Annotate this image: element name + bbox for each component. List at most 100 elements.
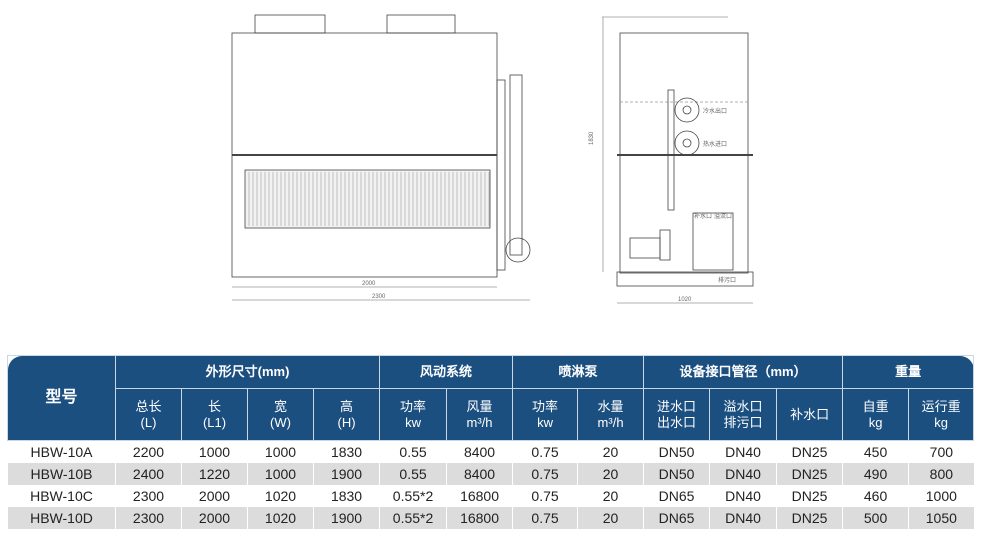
table-cell: 1000 — [181, 440, 248, 463]
table-cell: 0.75 — [512, 507, 578, 529]
subheader: 宽(W) — [247, 388, 314, 441]
table-cell: 2200 — [115, 440, 182, 463]
label-hot-water-inlet: 热水进口 — [703, 140, 727, 148]
table-cell: 500 — [842, 507, 909, 529]
table-cell: DN50 — [643, 463, 710, 485]
group-pipe-size: 设备接口管径（mm） — [643, 355, 844, 389]
label-drain: 排污口 — [718, 276, 736, 284]
subheader-line: kg — [868, 414, 883, 430]
subheader-line: 排污口 — [723, 414, 763, 430]
subheader-line: m³/h — [466, 414, 493, 430]
group-spray-pump: 喷淋泵 — [512, 355, 645, 389]
subheader-line: 总长 — [135, 398, 162, 414]
table-cell: DN50 — [643, 440, 710, 463]
table-cell: 1020 — [247, 507, 314, 529]
subheader: 高(H) — [312, 388, 381, 441]
subheader-line: 功率 — [400, 398, 427, 414]
subheader-line: (L) — [140, 414, 157, 430]
label-cold-water-outlet: 冷水出口 — [703, 107, 727, 115]
subheader: 进水口出水口 — [643, 388, 711, 441]
table-cell: 8400 — [446, 440, 513, 463]
table-cell: DN40 — [709, 485, 777, 507]
model-cell: HBW-10C — [7, 485, 116, 507]
model-cell: HBW-10B — [7, 463, 116, 485]
front-dim-inner: 2000 — [362, 281, 376, 287]
subheader-line: (L1) — [202, 414, 227, 430]
table-cell: 0.55 — [379, 463, 447, 485]
subheader-line: 自重 — [862, 398, 889, 414]
table-cell: 1020 — [247, 485, 314, 507]
table-cell: 20 — [577, 485, 644, 507]
table-cell: 800 — [908, 463, 974, 485]
subheader-line: 宽 — [273, 398, 287, 414]
subheader-line: 进水口 — [657, 398, 697, 414]
subheader-line: 长 — [207, 398, 221, 414]
table-cell: 450 — [842, 440, 909, 463]
table-cell: DN40 — [709, 440, 777, 463]
subheader-line: kg — [934, 414, 948, 430]
side-dim-height: 1830 — [589, 131, 595, 145]
table-cell: 2300 — [115, 507, 182, 529]
subheader-line: 风量 — [466, 398, 493, 414]
subheader-line: 补水口 — [790, 406, 830, 422]
subheader-line: 高 — [340, 398, 354, 414]
table-cell: 16800 — [446, 507, 513, 529]
spec-table: 型号 外形尺寸(mm) 风动系统 喷淋泵 设备接口管径（mm） 重量 总长(L)… — [7, 355, 975, 529]
subheader: 总长(L) — [115, 388, 182, 441]
table-cell: 2000 — [181, 485, 248, 507]
subheader-line: m³/h — [597, 414, 624, 430]
table-cell: 490 — [842, 463, 909, 485]
group-dimensions: 外形尺寸(mm) — [114, 355, 381, 389]
table-cell: 1220 — [181, 463, 248, 485]
table-cell: 2400 — [115, 463, 182, 485]
table-cell: 0.75 — [512, 440, 578, 463]
table-cell: DN25 — [776, 463, 843, 485]
subheader: 溢水口排污口 — [709, 388, 778, 441]
table-cell: DN40 — [709, 507, 777, 529]
subheader-line: kw — [405, 414, 421, 430]
table-cell: 0.55*2 — [379, 507, 447, 529]
technical-drawing: 2000 2300 1830 1020 冷水出口 热水进口 补水口 溢流口 排污… — [231, 14, 754, 304]
label-overflow: 溢流口 — [714, 212, 732, 220]
table-cell: 0.75 — [512, 485, 578, 507]
table-cell: 2000 — [181, 507, 248, 529]
table-cell: 1000 — [247, 440, 314, 463]
subheader: 补水口 — [776, 388, 844, 441]
table-cell: DN65 — [643, 507, 710, 529]
table-cell: DN65 — [643, 485, 710, 507]
table-cell: 700 — [908, 440, 974, 463]
group-fan-system: 风动系统 — [379, 355, 514, 389]
subheader-line: (W) — [270, 414, 291, 430]
table-cell: 460 — [842, 485, 909, 507]
table-cell: 1830 — [312, 485, 380, 507]
side-dim-width: 1020 — [678, 297, 692, 303]
table-cell: 8400 — [446, 463, 513, 485]
table-cell: 1000 — [247, 463, 314, 485]
table-cell: DN40 — [709, 463, 777, 485]
group-weight: 重量 — [842, 355, 975, 389]
table-cell: 2300 — [115, 485, 182, 507]
table-cell: DN25 — [776, 440, 843, 463]
side-view: 1830 1020 冷水出口 热水进口 补水口 溢流口 排污口 — [589, 16, 754, 304]
table-cell: 1830 — [312, 440, 380, 463]
subheader-line: kw — [537, 414, 553, 430]
subheader-line: (H) — [337, 414, 356, 430]
table-cell: 16800 — [446, 485, 513, 507]
subheader-line: 溢水口 — [723, 398, 763, 414]
label-makeup-water: 补水口 — [694, 212, 712, 220]
front-view: 2000 2300 — [231, 14, 531, 301]
table-cell: 1050 — [908, 507, 974, 529]
table-cell: 1900 — [312, 463, 380, 485]
table-cell: 20 — [577, 463, 644, 485]
model-cell: HBW-10A — [7, 440, 116, 463]
table-cell: 0.75 — [512, 463, 578, 485]
